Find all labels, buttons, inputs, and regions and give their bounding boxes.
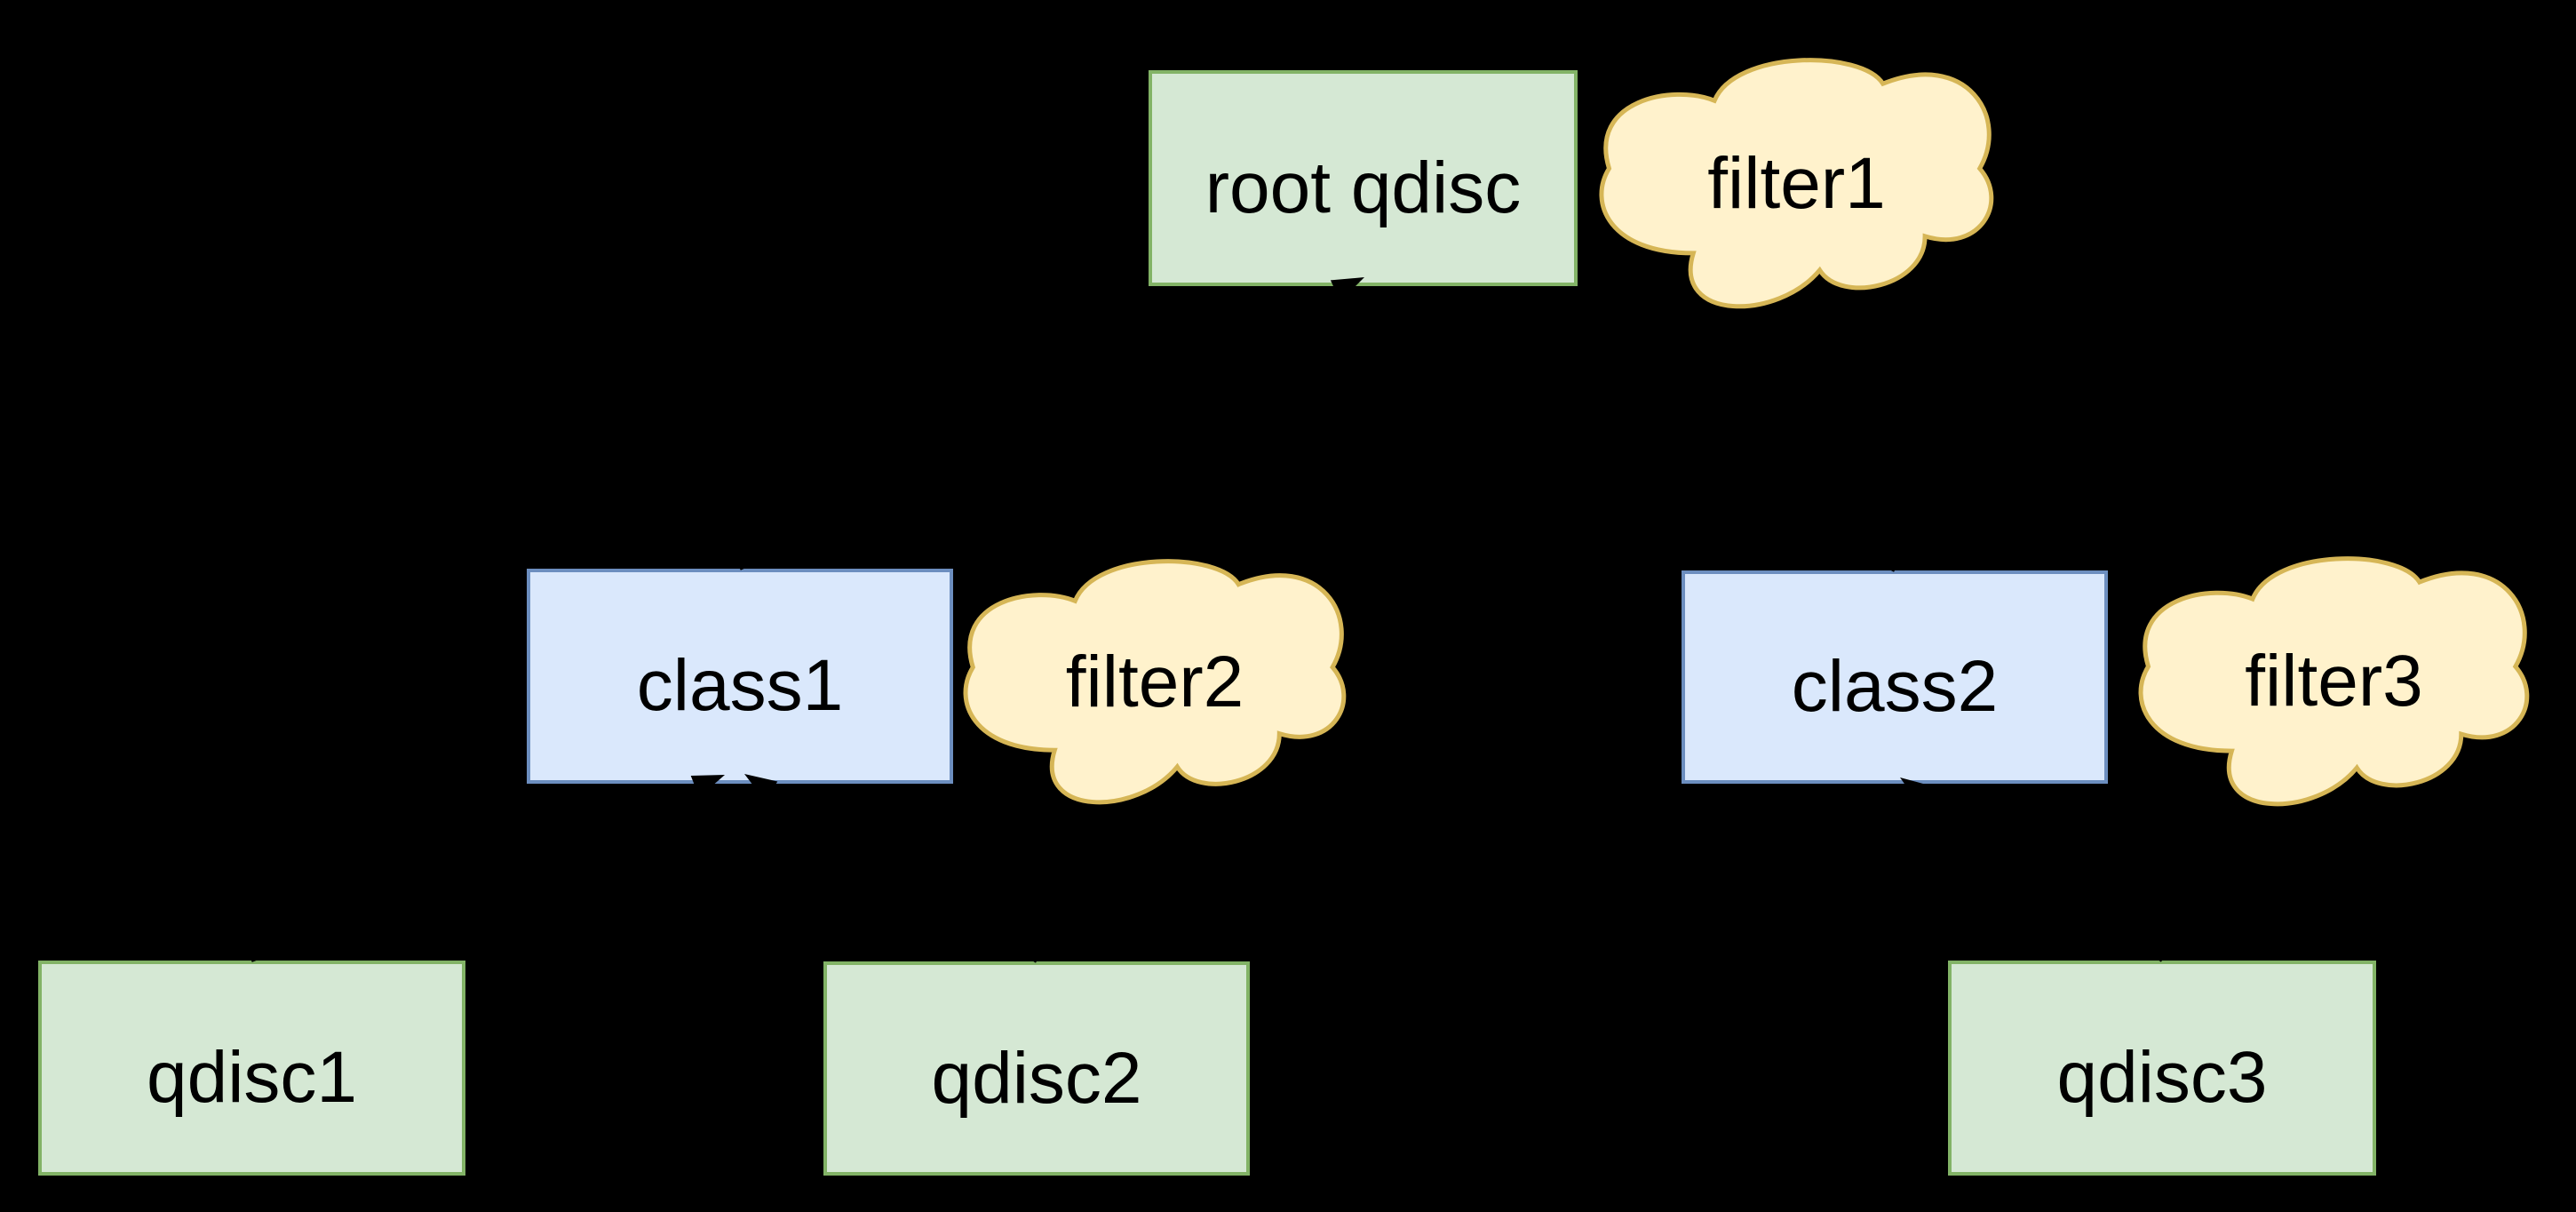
node-root-qdisc xyxy=(1149,70,1578,286)
edge-class2-to-root-qdisc xyxy=(1366,289,1896,572)
node-qdisc3 xyxy=(1948,961,2376,1176)
cloud-shape-filter3 xyxy=(2138,556,2530,807)
edge-line-qdisc3-to-class2 xyxy=(1925,793,2164,962)
edge-arrowhead-icon xyxy=(1366,289,1400,315)
edge-line-class2-to-root-qdisc xyxy=(1393,302,1896,572)
edge-line-qdisc1-to-class1 xyxy=(250,785,696,962)
node-class2 xyxy=(1682,570,2108,784)
node-label-filter1: filter1 xyxy=(1707,142,1886,224)
node-class1 xyxy=(527,569,953,784)
node-label-filter2: filter2 xyxy=(1065,641,1244,722)
edge-qdisc1-to-class1 xyxy=(250,775,725,962)
node-qdisc1 xyxy=(38,961,465,1176)
node-qdisc2 xyxy=(823,961,1250,1176)
edge-class1-to-root-qdisc xyxy=(739,277,1364,570)
edge-line-class1-to-root-qdisc xyxy=(739,289,1337,570)
cloud-shape-filter2 xyxy=(963,559,1347,805)
node-label-filter3: filter3 xyxy=(2245,641,2423,722)
edge-qdisc3-to-class2 xyxy=(1900,777,2164,962)
edge-qdisc2-to-class1 xyxy=(744,774,1038,963)
edge-line-qdisc2-to-class1 xyxy=(770,789,1038,963)
cloud-shape-filter1 xyxy=(1599,58,1994,309)
